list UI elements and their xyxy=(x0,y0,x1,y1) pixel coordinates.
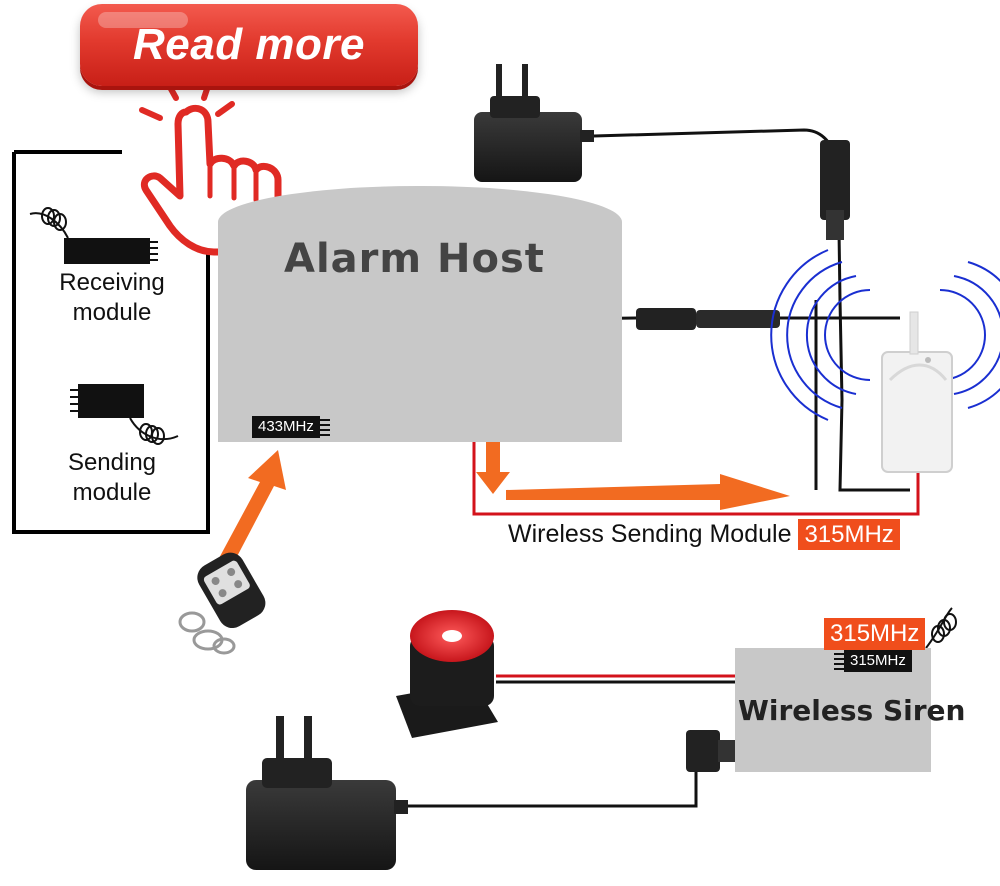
siren-antenna-coil-icon xyxy=(925,607,957,649)
remote-key-fob-icon xyxy=(178,552,266,655)
siren-speaker-icon xyxy=(396,610,498,738)
power-adapter-icon xyxy=(474,64,594,182)
alarm-host-panel xyxy=(218,186,622,442)
bottom-power-adapter-icon xyxy=(246,716,408,870)
wireless-sending-module-text: Wireless Sending Module xyxy=(508,520,792,548)
freq-433-label: 433MHz xyxy=(252,416,320,438)
freq-315-siren-badge: 315MHz xyxy=(824,618,926,650)
siren-small-badge: 315MHz xyxy=(832,650,912,672)
receiving-module-graphic xyxy=(29,207,158,264)
pin-connector-icon xyxy=(834,653,844,670)
freq-315-small-label: 315MHz xyxy=(844,650,912,672)
alarm-host-title: Alarm Host xyxy=(284,236,545,282)
wireless-sensor-icon xyxy=(770,249,1000,473)
button-shine xyxy=(98,12,188,28)
pin-connector-icon xyxy=(319,419,330,436)
read-more-button[interactable]: Read more xyxy=(80,4,418,86)
dc-plug xyxy=(820,140,850,220)
wireless-siren-title: Wireless Siren xyxy=(738,694,966,727)
sending-module-label: Sending module xyxy=(67,449,157,506)
red-wire-sensor xyxy=(472,412,920,516)
antenna-coil-icon xyxy=(29,207,69,239)
sending-module-graphic xyxy=(70,384,179,445)
module-bracket xyxy=(12,150,210,534)
wireless-sending-module-label: Wireless Sending Module 315MHz xyxy=(508,519,900,550)
freq-315-sending-badge: 315MHz xyxy=(798,519,900,550)
read-more-label: Read more xyxy=(133,20,365,69)
host-input-badge: 433MHz xyxy=(252,416,332,438)
receiving-module-label: Receiving module xyxy=(59,269,165,326)
